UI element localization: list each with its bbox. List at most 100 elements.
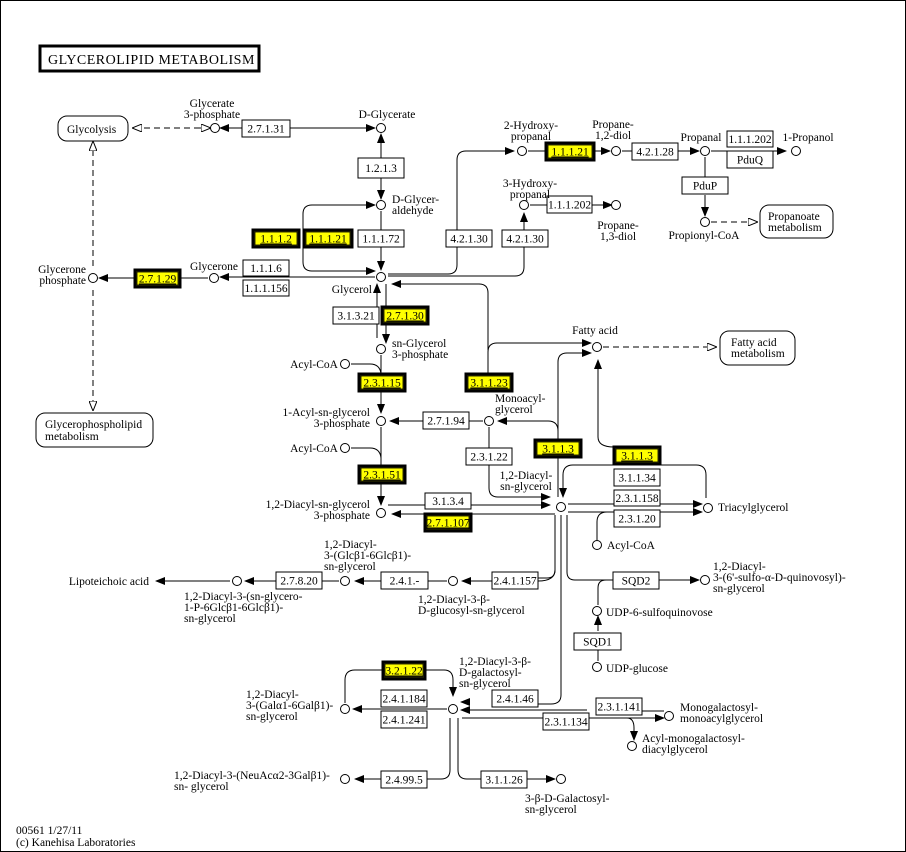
enzyme-2-7-1-31[interactable]: 2.7.1.31 bbox=[241, 119, 291, 138]
compound-node-acylsn3p[interactable] bbox=[376, 416, 386, 426]
enzyme-3-1-3-21[interactable]: 3.1.3.21 bbox=[332, 306, 380, 325]
enzyme-2-4-1-184[interactable]: 2.4.1.184 bbox=[380, 689, 428, 708]
compound-label-dglycerate: D-Glycerate bbox=[359, 109, 416, 121]
compound-label-line: 1-Acyl-sn-glycerol bbox=[283, 407, 371, 419]
compound-label-line: UDP-glucose bbox=[606, 663, 668, 675]
enzyme-1-1-1-21[interactable]: 1.1.1.21 bbox=[544, 141, 596, 162]
enzyme-2-3-1-20[interactable]: 2.3.1.20 bbox=[613, 509, 661, 528]
enzyme-label: 1.1.1.21 bbox=[551, 147, 589, 159]
enzyme-2-4-1-157[interactable]: 2.4.1.157 bbox=[491, 571, 539, 590]
enzyme-2-4-1--[interactable]: 2.4.1.- bbox=[380, 571, 429, 590]
compound-node-propionylcoa[interactable] bbox=[700, 217, 710, 227]
compound-label-propanediol13: Propane-1,3-diol bbox=[597, 220, 639, 243]
compound-node-diacylsn3p[interactable] bbox=[376, 508, 386, 518]
compound-node-propanol1[interactable] bbox=[791, 146, 801, 156]
map-link-fatty-acid[interactable]: Fatty acid metabolism bbox=[719, 330, 796, 366]
compound-node-triacylglycerol[interactable] bbox=[703, 503, 713, 513]
compound-node-diacylglcglc[interactable] bbox=[340, 576, 350, 586]
compound-node-acylcoa1[interactable] bbox=[340, 359, 350, 369]
enzyme-3-1-1-34[interactable]: 3.1.1.34 bbox=[613, 468, 661, 487]
compound-label-line: Glycerone bbox=[190, 261, 238, 273]
enzyme-2-7-1-94[interactable]: 2.7.1.94 bbox=[422, 411, 470, 430]
enzyme-sqd1[interactable]: SQD1 bbox=[573, 632, 622, 651]
enzyme-2-3-1-51[interactable]: 2.3.1.51 bbox=[357, 464, 407, 485]
compound-node-galactosylsn[interactable] bbox=[556, 774, 566, 784]
compound-node-acylcoa3[interactable] bbox=[592, 540, 602, 550]
enzyme-2-4-1-241[interactable]: 2.4.1.241 bbox=[380, 710, 428, 729]
enzyme-pdup[interactable]: PduP bbox=[681, 176, 729, 195]
enzyme-2-7-1-30[interactable]: 2.7.1.30 bbox=[380, 305, 430, 326]
compound-label-line: 1,3-diol bbox=[600, 231, 636, 243]
compound-node-diacylgalgal[interactable] bbox=[340, 704, 350, 714]
compound-node-dglyceraldehyde[interactable] bbox=[376, 200, 386, 210]
enzyme-1-1-1-2[interactable]: 1.1.1.2 bbox=[251, 228, 301, 249]
compound-node-hydroxypropanal2[interactable] bbox=[517, 146, 527, 156]
compound-node-diacylgalactosyl[interactable] bbox=[448, 704, 458, 714]
enzyme-2-3-1-158[interactable]: 2.3.1.158 bbox=[613, 489, 661, 507]
enzyme-2-3-1-22[interactable]: 2.3.1.22 bbox=[465, 447, 513, 466]
compound-node-neuac[interactable] bbox=[340, 774, 350, 784]
enzyme-1-1-1-6[interactable]: 1.1.1.6 bbox=[242, 259, 290, 277]
enzyme-4-2-1-30[interactable]: 4.2.1.30 bbox=[501, 229, 549, 248]
compound-node-snglycerol3p[interactable] bbox=[376, 344, 386, 354]
enzyme-2-4-1-46[interactable]: 2.4.1.46 bbox=[491, 689, 539, 708]
compound-node-monoacylglycerol[interactable] bbox=[484, 416, 494, 426]
compound-label-line: D-Glycer- bbox=[392, 194, 439, 206]
enzyme-3-2-1-22[interactable]: 3.2.1.22 bbox=[381, 660, 427, 681]
enzyme-2-7-8-20[interactable]: 2.7.8.20 bbox=[275, 571, 323, 590]
compound-node-diacylglucosyl[interactable] bbox=[448, 576, 458, 586]
enzyme-4-2-1-30[interactable]: 4.2.1.30 bbox=[445, 229, 493, 248]
compound-node-hydroxypropanal3[interactable] bbox=[519, 200, 529, 210]
compound-label-line: propanal bbox=[510, 189, 550, 201]
enzyme-sqd2[interactable]: SQD2 bbox=[612, 571, 660, 590]
map-link-glycerophospholipid[interactable]: Glycerophospholipid metabolism bbox=[35, 412, 154, 448]
compound-node-acylmonogal[interactable] bbox=[627, 741, 637, 751]
enzyme-1-2-1-3[interactable]: 1.2.1.3 bbox=[357, 157, 405, 179]
compound-node-monogalmonoacyl[interactable] bbox=[664, 711, 674, 721]
enzyme-3-1-1-23[interactable]: 3.1.1.23 bbox=[464, 372, 514, 393]
compound-label-acylcoa2: Acyl-CoA bbox=[290, 443, 339, 455]
enzyme-3-1-1-3[interactable]: 3.1.1.3 bbox=[533, 438, 583, 459]
compound-node-glycerone_p[interactable] bbox=[88, 273, 98, 283]
compound-node-sulfoquinovosyl[interactable] bbox=[700, 575, 710, 585]
compound-node-dglycerate[interactable] bbox=[376, 123, 386, 133]
enzyme-1-1-1-21[interactable]: 1.1.1.21 bbox=[302, 228, 354, 249]
map-link-propanoate[interactable]: Propanoate metabolism bbox=[759, 204, 834, 239]
compound-node-diacylsnglyceroP[interactable] bbox=[232, 576, 242, 586]
enzyme-1-1-1-156[interactable]: 1.1.1.156 bbox=[242, 279, 290, 297]
enzyme-2-7-1-29[interactable]: 2.7.1.29 bbox=[133, 268, 182, 289]
compound-node-propanediol12[interactable] bbox=[611, 146, 621, 156]
compound-label-line: Glycerate bbox=[190, 98, 235, 110]
compound-node-diacylsnglycerol[interactable] bbox=[556, 502, 566, 512]
compound-label-line: 3-phosphate bbox=[392, 349, 448, 361]
compound-node-glycerate3p[interactable] bbox=[210, 123, 220, 133]
enzyme-4-2-1-28[interactable]: 4.2.1.28 bbox=[631, 142, 679, 161]
compound-node-acylcoa2[interactable] bbox=[340, 443, 350, 453]
enzyme-2-3-1-134[interactable]: 2.3.1.134 bbox=[542, 712, 590, 731]
compound-node-udp6sulfo[interactable] bbox=[592, 606, 602, 616]
enzyme-label: 3.1.1.26 bbox=[485, 775, 523, 787]
enzyme-2-7-1-107[interactable]: 2.7.1.107 bbox=[423, 512, 473, 533]
map-link-glycolysis[interactable]: Glycolysis bbox=[57, 115, 129, 142]
enzyme-3-1-3-4[interactable]: 3.1.3.4 bbox=[424, 492, 472, 510]
enzyme-label: 2.3.1.141 bbox=[597, 702, 640, 714]
compound-node-glycerol[interactable] bbox=[376, 272, 386, 282]
compound-node-propanediol13[interactable] bbox=[611, 200, 621, 210]
enzyme-label: 2.3.1.51 bbox=[363, 470, 401, 482]
enzyme-1-1-1-72[interactable]: 1.1.1.72 bbox=[357, 229, 405, 248]
enzyme-label: 1.1.1.21 bbox=[309, 234, 347, 246]
compound-node-propanal[interactable] bbox=[700, 146, 710, 156]
compound-node-fattyacid[interactable] bbox=[592, 342, 602, 352]
compound-node-glycerone[interactable] bbox=[209, 273, 219, 283]
enzyme-2-3-1-141[interactable]: 2.3.1.141 bbox=[595, 697, 643, 716]
compound-label-udpglucose: UDP-glucose bbox=[606, 663, 668, 675]
compound-node-udpglucose[interactable] bbox=[592, 662, 602, 672]
enzyme-2-3-1-15[interactable]: 2.3.1.15 bbox=[357, 372, 407, 393]
enzyme-1-1-1-202[interactable]: 1.1.1.202 bbox=[726, 130, 774, 148]
enzyme-pduq[interactable]: PduQ bbox=[726, 150, 774, 169]
enzyme-label: 2.7.1.31 bbox=[247, 124, 285, 136]
enzyme-1-1-1-202[interactable]: 1.1.1.202 bbox=[546, 195, 593, 214]
enzyme-2-4-99-5[interactable]: 2.4.99.5 bbox=[380, 770, 428, 789]
enzyme-3-1-1-26[interactable]: 3.1.1.26 bbox=[480, 770, 528, 789]
enzyme-3-1-1-3[interactable]: 3.1.1.3 bbox=[612, 445, 662, 466]
